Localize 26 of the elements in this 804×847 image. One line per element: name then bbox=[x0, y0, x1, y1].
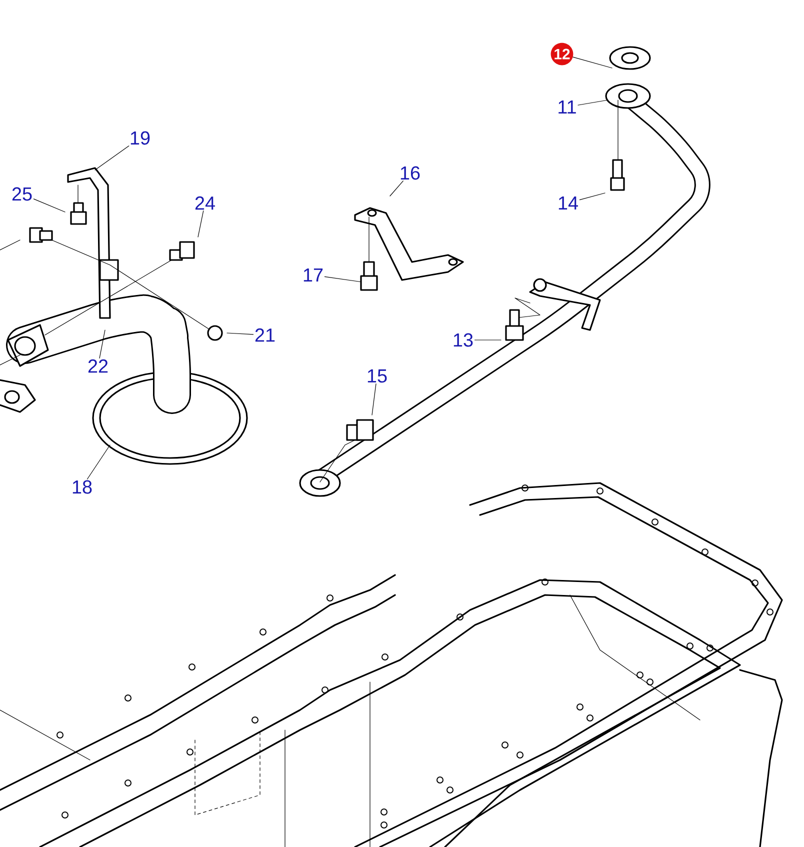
callout-number: 25 bbox=[12, 187, 32, 201]
leader-line bbox=[33, 198, 66, 212]
callout-number: 17 bbox=[304, 268, 323, 282]
leader-line bbox=[372, 384, 376, 416]
callout-number: 13 bbox=[454, 333, 473, 347]
leader-line bbox=[324, 276, 360, 282]
leader-line bbox=[226, 332, 254, 335]
bolt-head-drawing bbox=[360, 275, 378, 291]
callout-number: 24 bbox=[195, 196, 215, 210]
callout-number: 11 bbox=[558, 100, 576, 114]
leader-line bbox=[579, 192, 606, 200]
callout-number: 15 bbox=[368, 369, 387, 383]
leader-line bbox=[94, 146, 130, 170]
callout-number: 22 bbox=[88, 359, 108, 373]
callout-number: 19 bbox=[130, 131, 150, 145]
leader-line bbox=[86, 444, 110, 480]
callout-number: 21 bbox=[255, 328, 275, 342]
leader-line bbox=[390, 180, 404, 196]
leader-line bbox=[578, 100, 608, 106]
callout-number: 18 bbox=[72, 480, 92, 494]
callout-number: 16 bbox=[400, 166, 420, 180]
leader-line bbox=[572, 56, 612, 68]
leader-line bbox=[198, 210, 204, 238]
callout-number: 12 bbox=[550, 42, 574, 66]
leader-line bbox=[99, 330, 106, 358]
callout-number: 14 bbox=[558, 196, 578, 210]
